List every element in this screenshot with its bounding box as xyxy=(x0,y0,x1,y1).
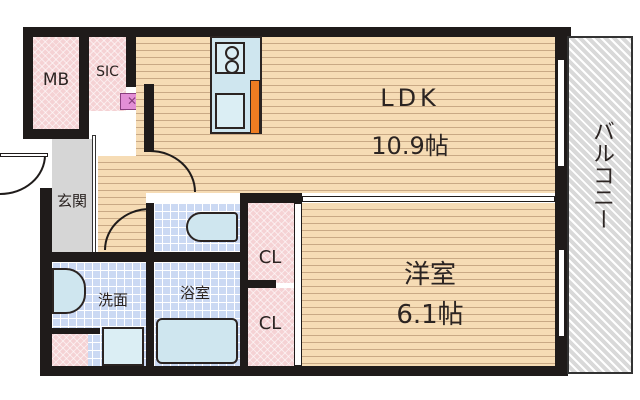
kitchen-backsplash xyxy=(250,80,260,134)
closet-doors[interactable] xyxy=(294,203,302,366)
western-room-size: 6.1帖 xyxy=(396,300,464,330)
stove-icon xyxy=(215,42,245,74)
balcony-label: バルコニー xyxy=(589,120,614,230)
entrance-area xyxy=(52,139,92,252)
wall-hall-ldk xyxy=(144,84,154,152)
shoe-closet-area xyxy=(89,37,126,111)
toilet-icon xyxy=(186,212,238,242)
washing-machine-icon xyxy=(102,327,144,366)
wall-closet-divider xyxy=(248,280,276,288)
closet-2-area xyxy=(248,288,294,366)
wall-mb-sic xyxy=(79,37,89,139)
bathtub-icon xyxy=(156,318,238,364)
ldk-window[interactable] xyxy=(557,59,565,167)
balcony-area xyxy=(567,36,633,374)
washroom-label: 洗面 xyxy=(97,291,128,309)
entrance-label: 玄関 xyxy=(56,192,87,210)
outer-wall-bottom xyxy=(40,366,568,376)
sliding-door[interactable] xyxy=(302,196,555,202)
outer-wall-left-lower xyxy=(40,188,52,376)
mb-label: MB xyxy=(42,70,70,90)
western-room-name: 洋室 xyxy=(403,260,456,290)
wall-wash-storage xyxy=(52,328,100,334)
outer-wall-top xyxy=(23,27,571,37)
bathroom-label: 浴室 xyxy=(179,284,210,302)
ldk-floor xyxy=(136,37,555,193)
entrance-door-leaf xyxy=(0,153,48,157)
closet-2-label: CL xyxy=(258,313,282,334)
wall-mb-bottom xyxy=(23,129,89,139)
hall-wall-diag xyxy=(92,135,96,255)
washbasin-icon xyxy=(52,268,86,314)
closet-1-area xyxy=(248,203,294,283)
wall-ldk-room xyxy=(240,193,302,203)
wall-toilet-left xyxy=(146,203,154,255)
wash-corner-storage xyxy=(52,334,88,366)
wall-wash-top xyxy=(52,252,240,262)
wall-wash-bath xyxy=(146,262,154,366)
room-window[interactable] xyxy=(558,250,564,336)
sic-label: SIC xyxy=(96,64,119,80)
meter-box-area xyxy=(33,37,79,129)
wall-sic-right xyxy=(126,37,136,87)
ldk-size: 10.9帖 xyxy=(371,132,449,160)
western-room-floor xyxy=(302,203,555,366)
sink-icon xyxy=(215,93,245,129)
ldk-name: LDK xyxy=(380,84,440,112)
outer-wall-left-upper xyxy=(23,27,33,139)
closet-1-label: CL xyxy=(258,247,282,268)
wall-closet-left xyxy=(240,193,248,376)
